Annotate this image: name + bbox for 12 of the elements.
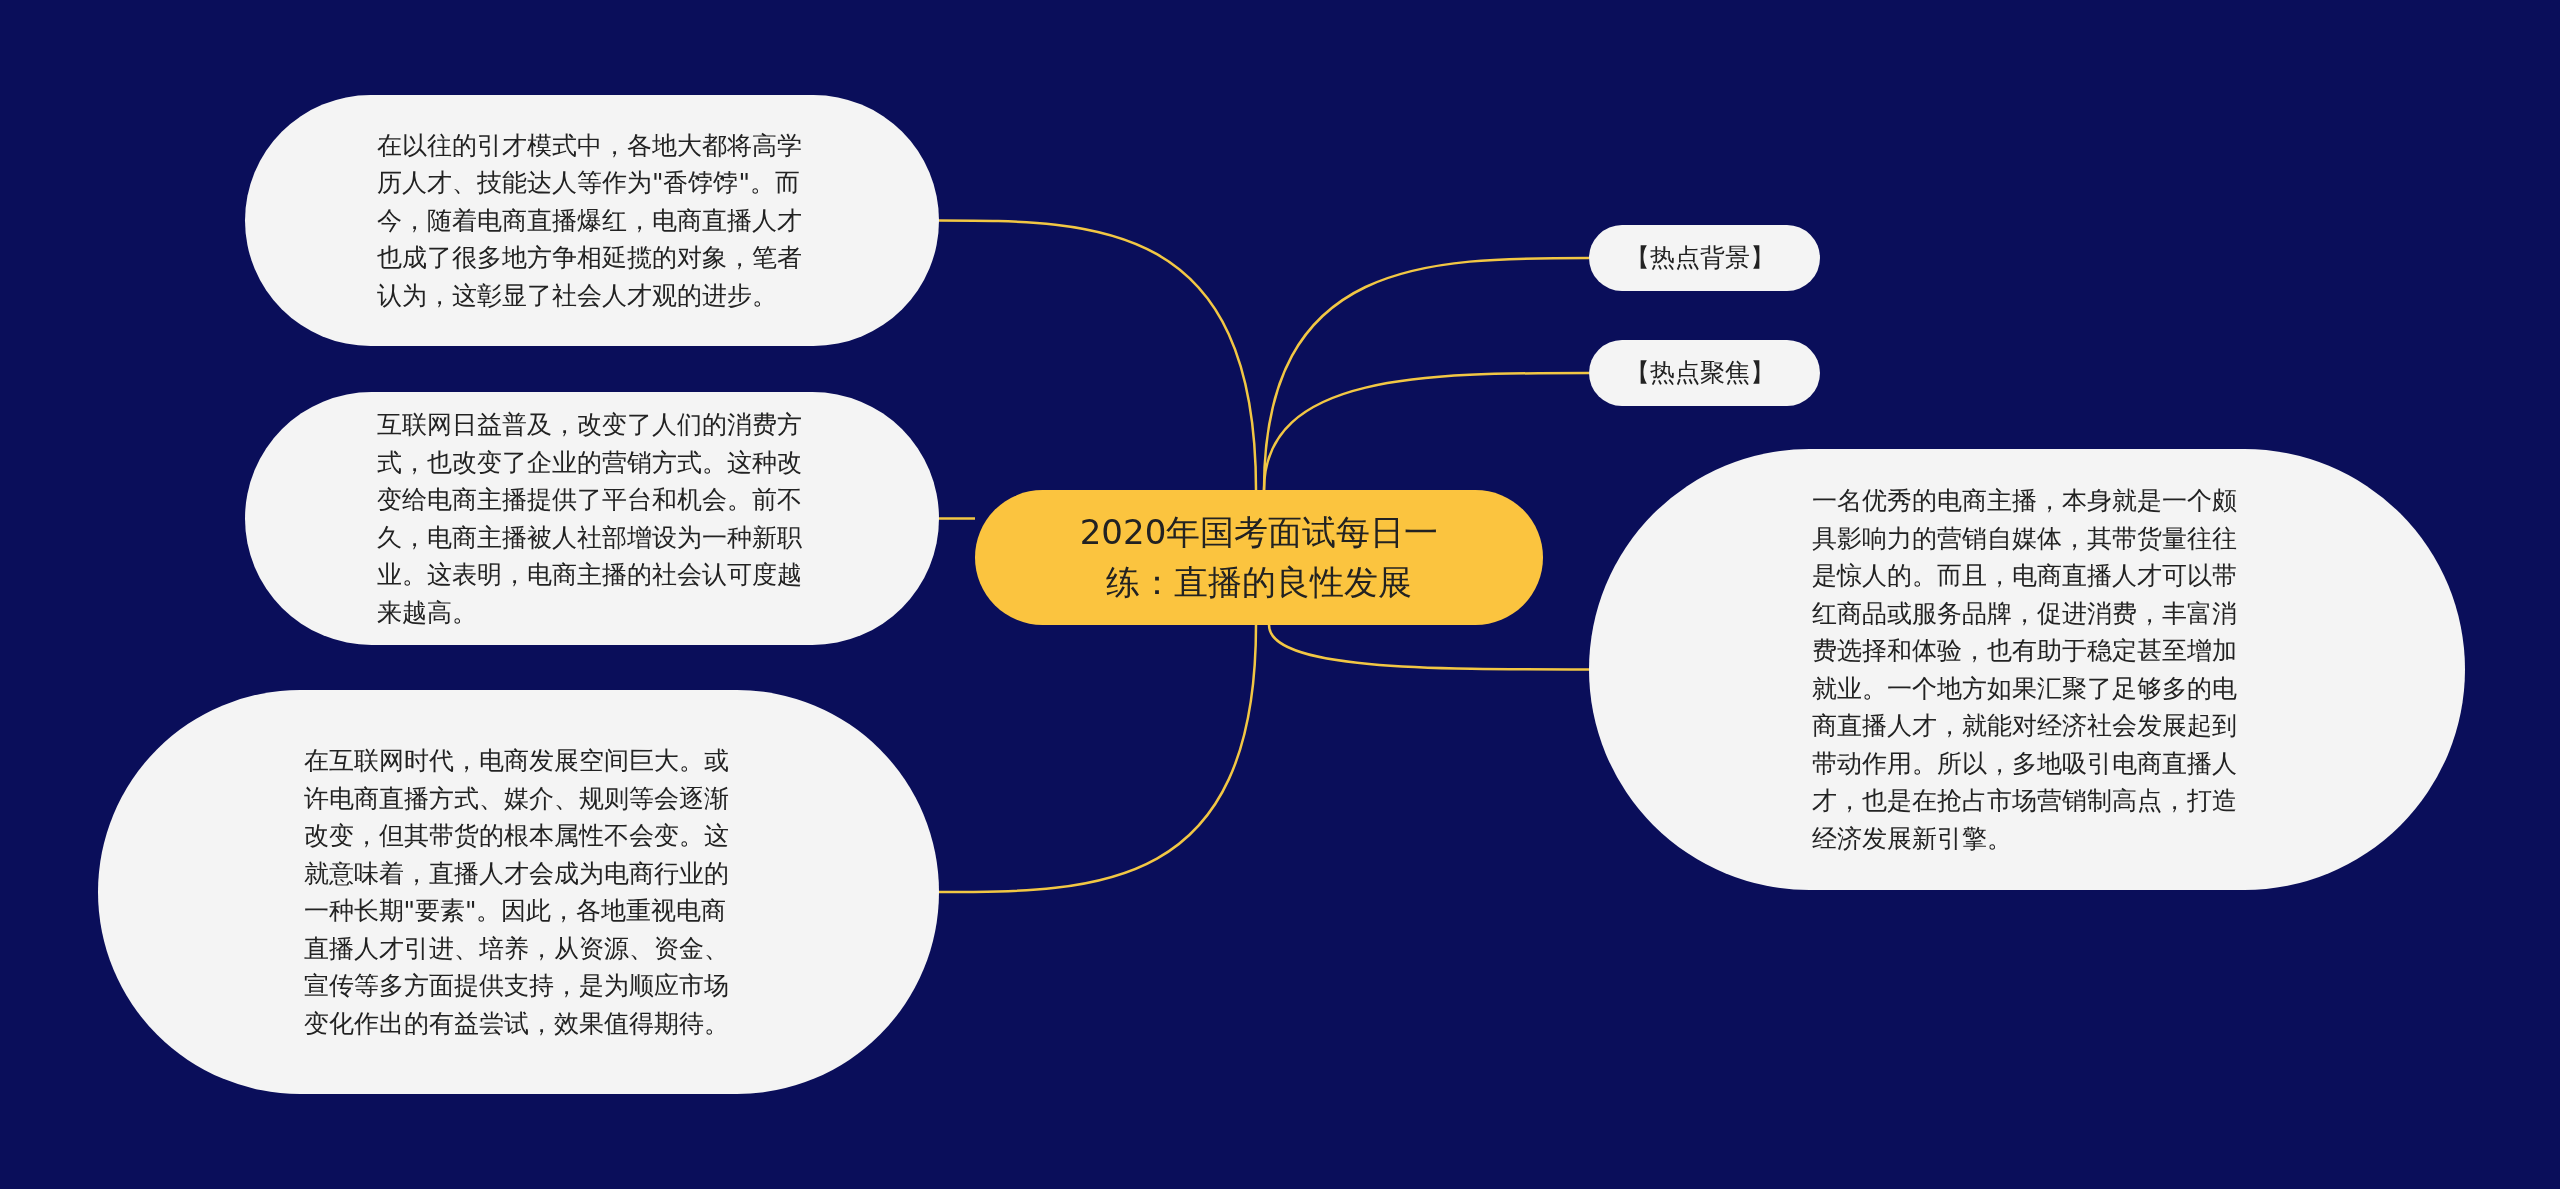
node-text: 在以往的引才模式中，各地大都将高学历人才、技能达人等作为"香饽饽"。而今，随着电商直播爆红，电商直播人才也成了很多地方争相延揽的对象，笔者认为，这彰显了社会人才观的进步。 <box>377 129 803 312</box>
node-text: 【热点聚焦】 <box>1624 357 1776 390</box>
node-text: 在互联网时代，电商发展空间巨大。或许电商直播方式、媒介、规则等会逐渐改变，但其带货的根本属性不会变。这就意味着，直播人才会成为电商行业的一种长期"要素"。因此，各地重视电商直播人才引进、培养，从资源、资金、宣传等多方面提供支持，是为顺应市场变化作出的有益尝试，效果值得期待。 <box>303 745 730 1040</box>
node-text: 互联网日益普及，改变了人们的消费方式，也改变了企业的营销方式。这种改变给电商主播提供了平台和机会。前不久，电商主播被人社部增设为一种新职业。这表明，电商主播的社会认可度越来越高。 <box>377 409 803 629</box>
connector-line <box>939 219 1258 491</box>
connector-line <box>939 517 975 520</box>
connector-line <box>1267 624 1589 671</box>
node-text: 【热点背景】 <box>1624 242 1776 275</box>
node-text: 2020年国考面试每日一练：直播的良性发展 <box>1078 511 1440 604</box>
connector-line <box>939 624 1258 894</box>
node-text: 一名优秀的电商主播，本身就是一个颇具影响力的营销自媒体，其带货量往往是惊人的。而且，电商直播人才可以带红商品或服务品牌，促进消费，丰富消费选择和体验，也有助于稳定甚至增加就业。一个地方如果汇聚了足够多的电商直播人才，就能对经济社会发展起到带动作用。所以，多地吸引电商直播人才，也是在抢占市场营销制高点，打造经济发展新引擎。 <box>1812 485 2238 855</box>
connector-line <box>1262 371 1589 491</box>
